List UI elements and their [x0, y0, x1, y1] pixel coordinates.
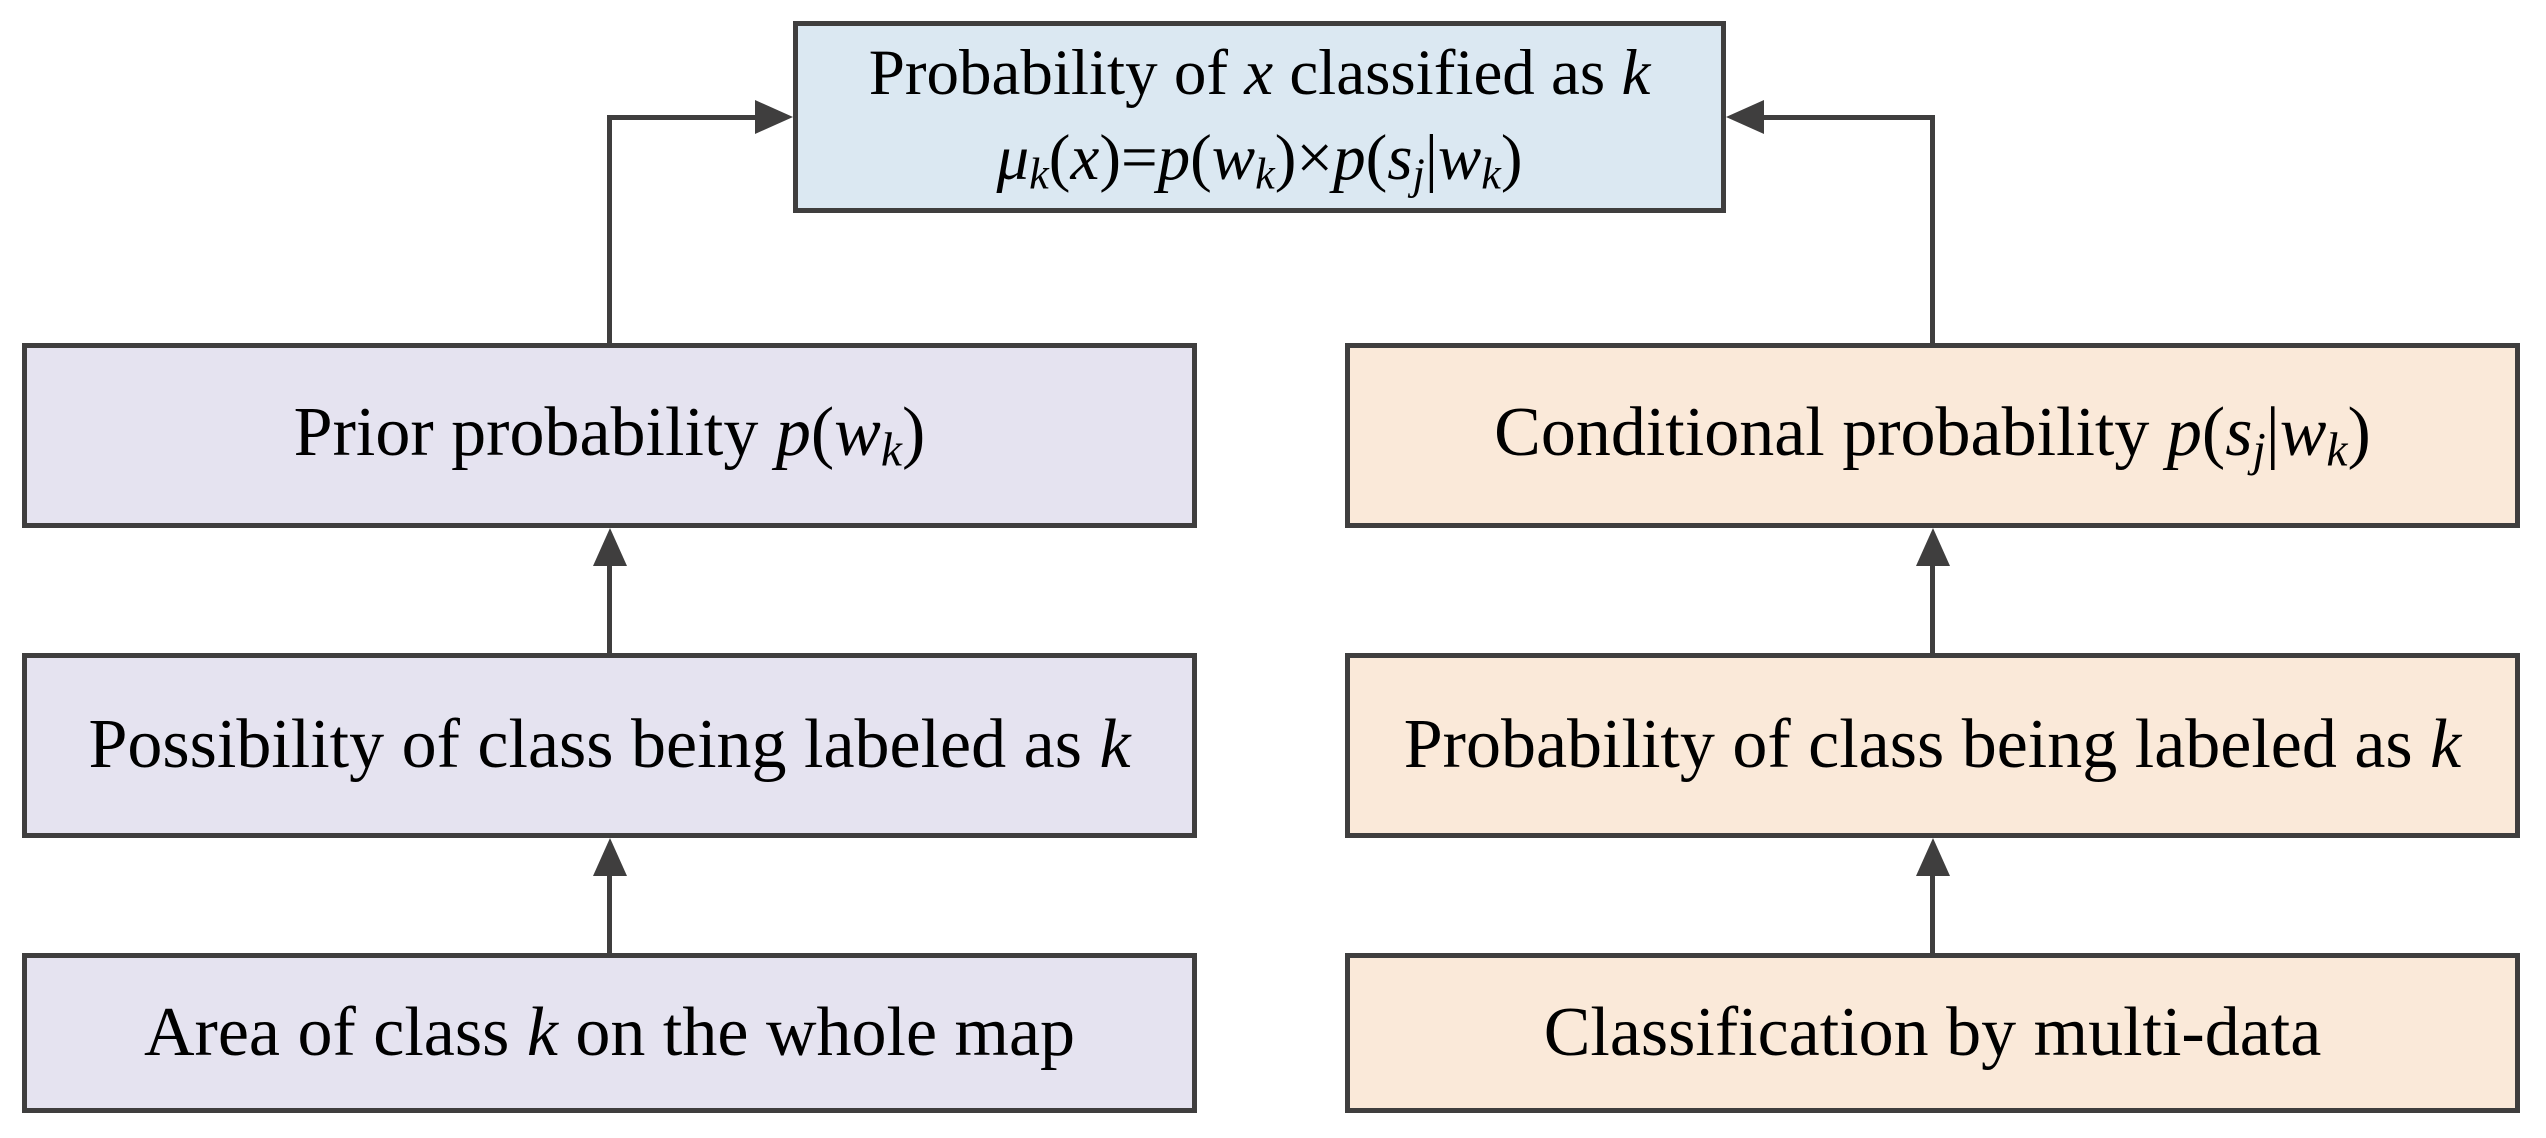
arrow-conditional-to-result-vertical-line [1930, 115, 1935, 343]
node-classification-by-multidata-label: Classification by multi-data [1543, 993, 2322, 1071]
node-probability-of-class: Probability of class being labeled as k [1345, 653, 2520, 838]
node-prior-probability: Prior probability p(wk) [22, 343, 1197, 528]
node-result-formula: μk(x)=p(wk)×p(sj|wk) [996, 121, 1523, 199]
node-probability-of-class-label: Probability of class being labeled as k [1403, 706, 2462, 784]
node-conditional-probability-label: Conditional probability p(sj|wk) [1494, 393, 2371, 477]
arrow-conditional-to-result-horizontal-line [1764, 115, 1935, 120]
node-classification-by-multidata: Classification by multi-data [1345, 953, 2520, 1113]
arrow-prior-to-result-vertical-line [607, 115, 612, 343]
node-area-of-class: Area of class k on the whole map [22, 953, 1197, 1113]
node-result: Probability of x classified as k μk(x)=p… [793, 21, 1726, 213]
arrowhead-left-icon [1726, 100, 1764, 134]
arrow-prior-to-result-horizontal-line [607, 115, 755, 120]
node-prior-probability-label: Prior probability p(wk) [293, 393, 926, 477]
arrowhead-up-icon [593, 838, 627, 876]
arrowhead-right-icon [755, 100, 793, 134]
node-area-of-class-label: Area of class k on the whole map [143, 993, 1076, 1071]
arrow-area-to-possibility-line [607, 870, 612, 953]
node-result-title: Probability of x classified as k [868, 37, 1651, 110]
arrowhead-up-icon [1916, 528, 1950, 566]
node-possibility-of-class: Possibility of class being labeled as k [22, 653, 1197, 838]
arrowhead-up-icon [1916, 838, 1950, 876]
node-conditional-probability: Conditional probability p(sj|wk) [1345, 343, 2520, 528]
arrow-possibility-to-prior-line [607, 560, 612, 653]
arrow-probability-to-conditional-line [1930, 560, 1935, 653]
arrow-classification-to-probability-line [1930, 870, 1935, 953]
arrowhead-up-icon [593, 528, 627, 566]
node-possibility-of-class-label: Possibility of class being labeled as k [88, 706, 1131, 784]
